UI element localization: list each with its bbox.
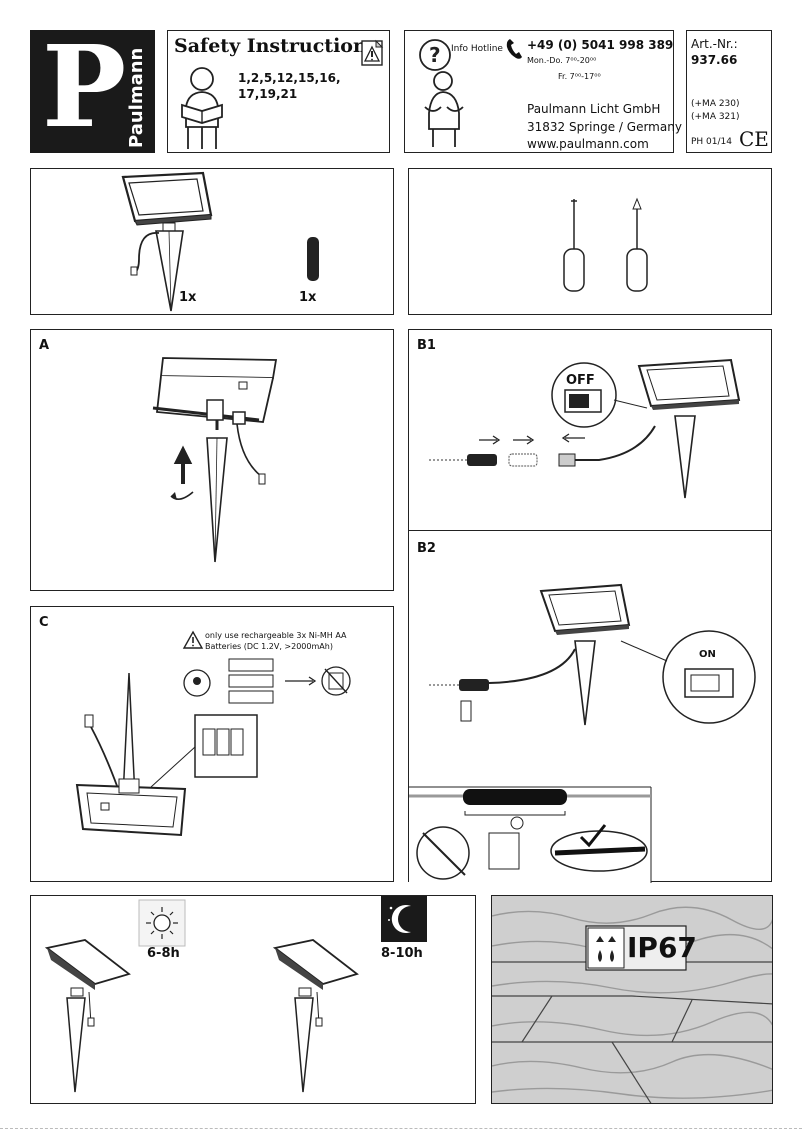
tools-panel [408, 168, 772, 315]
company-name: Paulmann Licht GmbH [527, 102, 661, 116]
step-b1-cable-illustration [429, 358, 741, 499]
hotline-panel: ? Info Hotline +49 (0) 5041 998 389 Mon.… [404, 30, 682, 153]
battery-warning-line2: Batteries (DC 1.2V, >2000mAh) [205, 642, 333, 651]
step-c-panel: C only use rechargeable 3x Ni-MH AA Batt… [30, 606, 394, 882]
step-b1-label: B1 [417, 338, 436, 353]
article-ma2: (+MA 321) [691, 112, 740, 122]
svg-text:?: ? [429, 43, 441, 67]
solar-spike-light-illustration [121, 171, 319, 312]
step-a-panel: A [30, 329, 394, 591]
ip-rating-panel: IP67 [491, 895, 773, 1104]
step-c-battery-illustration [75, 658, 351, 837]
help-person-icon: ? [419, 39, 464, 147]
reading-person-icon [181, 67, 223, 149]
safety-panel: Safety Instructions 1,2,5,12,15,16, 17,1… [167, 30, 390, 153]
contents-panel: 1x 1x [30, 168, 394, 315]
safety-numbers-line1: 1,2,5,12,15,16, [238, 71, 341, 85]
step-b2-panel: B2 ON [408, 530, 772, 883]
ce-mark: CE [739, 127, 769, 151]
switch-off-label: OFF [566, 373, 595, 388]
screwdrivers-icon [563, 197, 648, 292]
article-panel: Art.-Nr.: 937.66 (+MA 230) (+MA 321) PH … [686, 30, 772, 153]
night-light-time: 8-10h [381, 946, 423, 961]
document-warning-icon [361, 39, 384, 66]
brand-logo: P Paulmann [30, 22, 155, 153]
warning-triangle-icon [182, 630, 204, 649]
company-website[interactable]: www.paulmann.com [527, 137, 649, 151]
qty-lamp: 1x [179, 290, 197, 305]
hotline-hours-friday: Fr. 7⁰⁰-17⁰⁰ [558, 72, 601, 81]
stone-texture-background [492, 896, 772, 1103]
article-number: 937.66 [691, 53, 738, 67]
hotline-label: Info Hotline [451, 44, 503, 54]
charge-time-panel: 6-8h 8-10h [30, 895, 476, 1104]
safety-title: Safety Instructions [174, 35, 378, 57]
brand-name: Paulmann [126, 47, 147, 148]
safety-numbers-line2: 17,19,21 [238, 87, 298, 101]
charge-lamps-illustration [44, 939, 359, 1093]
phone-icon [506, 39, 522, 59]
hotline-hours-weekday: Mon.-Do. 7⁰⁰-20⁰⁰ [527, 56, 597, 65]
moon-icon [381, 896, 427, 942]
step-b2-label: B2 [417, 541, 436, 556]
step-b2-cable-illustration [409, 583, 756, 883]
switch-on-label: ON [699, 649, 716, 660]
sun-charge-time: 6-8h [147, 946, 180, 961]
hotline-phone[interactable]: +49 (0) 5041 998 389 [527, 38, 674, 52]
step-a-label: A [39, 338, 50, 353]
step-b1-panel: B1 OFF [408, 329, 772, 531]
sun-icon [138, 899, 186, 947]
brand-letter: P [42, 22, 127, 153]
company-address: 31832 Springe / Germany [527, 120, 682, 134]
qty-battery: 1x [299, 290, 317, 305]
step-c-label: C [39, 615, 49, 630]
step-a-assembly-illustration [152, 357, 278, 563]
article-ph: PH 01/14 [691, 137, 732, 147]
ip-rating-text: IP67 [627, 931, 697, 964]
article-ma1: (+MA 230) [691, 99, 740, 109]
article-label: Art.-Nr.: [691, 37, 738, 51]
battery-warning-line1: only use rechargeable 3x Ni-MH AA [205, 631, 347, 640]
page-trim-line [0, 1128, 802, 1129]
